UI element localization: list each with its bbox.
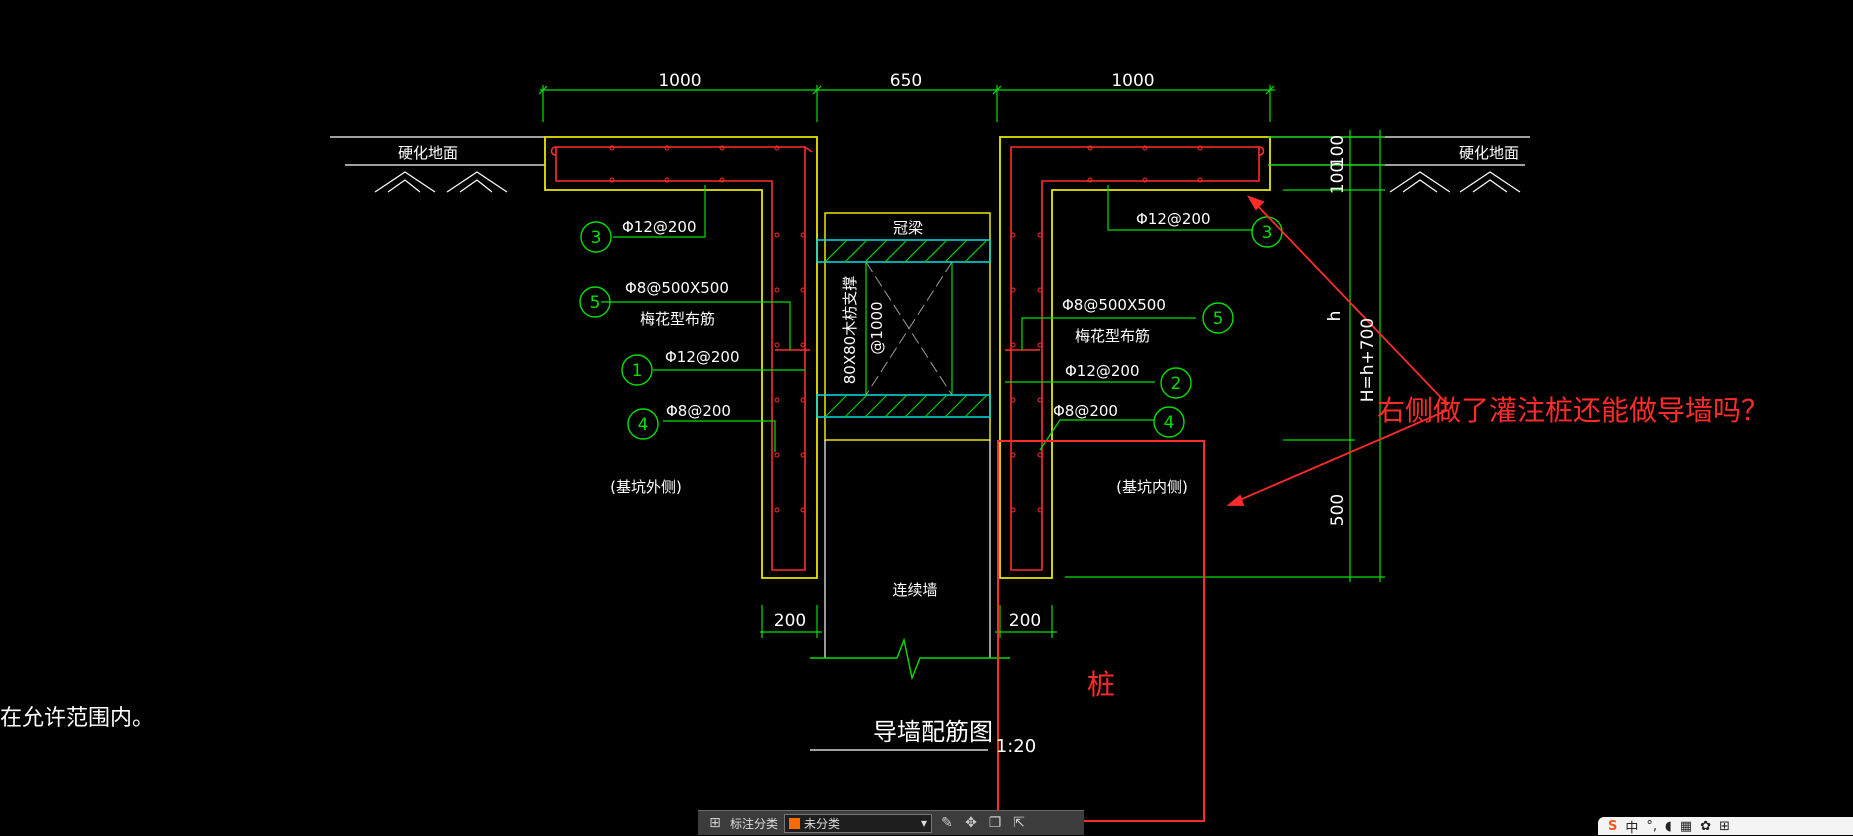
skin-icon[interactable]: ✿ <box>1700 818 1712 834</box>
callout-left-5-note: 梅花型布筋 <box>640 310 715 328</box>
toolbar-label: 标注分类 <box>730 816 779 831</box>
wood-support <box>816 239 991 418</box>
annotation-toolbar: ⊞ 标注分类 未分类 ▾ ✎ ✥ ❐ ⇱ <box>698 810 1084 835</box>
wall-label: 连续墙 <box>892 581 937 599</box>
punctuation-icon[interactable]: °, <box>1646 818 1658 834</box>
category-value: 未分类 <box>804 816 841 831</box>
dim-top-mid: 650 <box>890 71 922 91</box>
category-select[interactable]: 未分类 ▾ <box>784 813 933 833</box>
ground-left <box>330 136 545 193</box>
callout-left-5-num: 5 <box>590 293 601 313</box>
callout-right-3-spec: Φ12@200 <box>1136 210 1211 228</box>
rebar-left-dots <box>609 145 806 513</box>
dim-top <box>538 85 1275 122</box>
ime-toolbar: S 中 °, ◖ ▦ ✿ ⊞ <box>1598 817 1853 836</box>
dim-top-left: 1000 <box>658 71 701 91</box>
dim-bottom <box>760 605 1057 638</box>
callout-left-1-spec: Φ12@200 <box>665 348 740 366</box>
cap-beam-label: 冠梁 <box>893 219 923 237</box>
move-icon[interactable]: ✥ <box>965 815 977 831</box>
category-swatch <box>789 817 801 829</box>
dim-right-h: h <box>1325 311 1345 322</box>
chevron-down-icon: ▾ <box>920 816 928 830</box>
rebar-right-dots <box>1010 145 1203 513</box>
callout-right-4-num: 4 <box>1164 413 1175 433</box>
support-label: 80X80木枋支撑 <box>841 276 859 384</box>
rebar-left <box>550 146 813 571</box>
dim-right-100a: 100 <box>1328 135 1348 167</box>
callout-right-5-spec: Φ8@500X500 <box>1062 296 1166 314</box>
support-spacing: @1000 <box>868 301 886 354</box>
export-icon[interactable]: ⇱ <box>1013 815 1025 831</box>
dim-right <box>1065 130 1385 582</box>
dim-right-100b: 100 <box>1328 162 1348 194</box>
callout-right-3-num: 3 <box>1262 223 1273 243</box>
dim-top-right: 1000 <box>1111 71 1154 91</box>
diaphragm-wall <box>824 440 991 658</box>
annotation-arrows <box>1226 195 1449 506</box>
callout-left-4-spec: Φ8@200 <box>666 402 731 420</box>
inside-label: (基坑内侧) <box>1116 478 1188 496</box>
callout-left-3-num: 3 <box>591 228 602 248</box>
apps-icon[interactable]: ⊞ <box>1719 818 1730 834</box>
pile-box <box>997 440 1205 822</box>
copy-icon[interactable]: ❐ <box>988 815 1002 831</box>
ground-label-left: 硬化地面 <box>398 144 458 162</box>
outside-label: (基坑外侧) <box>610 478 682 496</box>
annotation-pile: 桩 <box>1087 668 1116 701</box>
break-line <box>810 637 1010 681</box>
drawing-title: 导墙配筋图 <box>873 718 993 746</box>
guide-wall-left <box>544 136 818 579</box>
drawing-scale: 1:20 <box>996 736 1036 757</box>
grid-icon[interactable]: ⊞ <box>709 815 721 831</box>
mic-icon[interactable]: ◖ <box>1665 818 1672 834</box>
rebar-right <box>1005 146 1265 571</box>
ime-logo[interactable]: S <box>1608 818 1618 834</box>
keyboard-icon[interactable]: ▦ <box>1679 818 1693 834</box>
edit-icon[interactable]: ✎ <box>941 815 953 831</box>
callout-left-1-num: 1 <box>632 361 643 381</box>
callout-right-2-spec: Φ12@200 <box>1065 362 1140 380</box>
ime-mode[interactable]: 中 <box>1625 820 1639 836</box>
dim-right-total: H=h+700 <box>1358 318 1378 403</box>
callout-left-4-num: 4 <box>638 415 649 435</box>
callout-right-5-num: 5 <box>1213 309 1224 329</box>
ground-label-right: 硬化地面 <box>1459 144 1519 162</box>
cap-beam <box>824 212 991 441</box>
callout-right-5-note: 梅花型布筋 <box>1075 327 1150 345</box>
annotation-question: 右侧做了灌注桩还能做导墙吗？ <box>1377 394 1770 427</box>
dim-bottom-right: 200 <box>1009 611 1041 631</box>
callout-left-3-spec: Φ12@200 <box>622 218 697 236</box>
dim-right-500: 500 <box>1328 494 1348 526</box>
left-note: 在允许范围内。 <box>0 706 155 731</box>
callout-right-2-num: 2 <box>1171 374 1182 394</box>
dim-bottom-left: 200 <box>774 611 806 631</box>
callout-left-5-spec: Φ8@500X500 <box>625 279 729 297</box>
callout-right-4-spec: Φ8@200 <box>1053 402 1118 420</box>
